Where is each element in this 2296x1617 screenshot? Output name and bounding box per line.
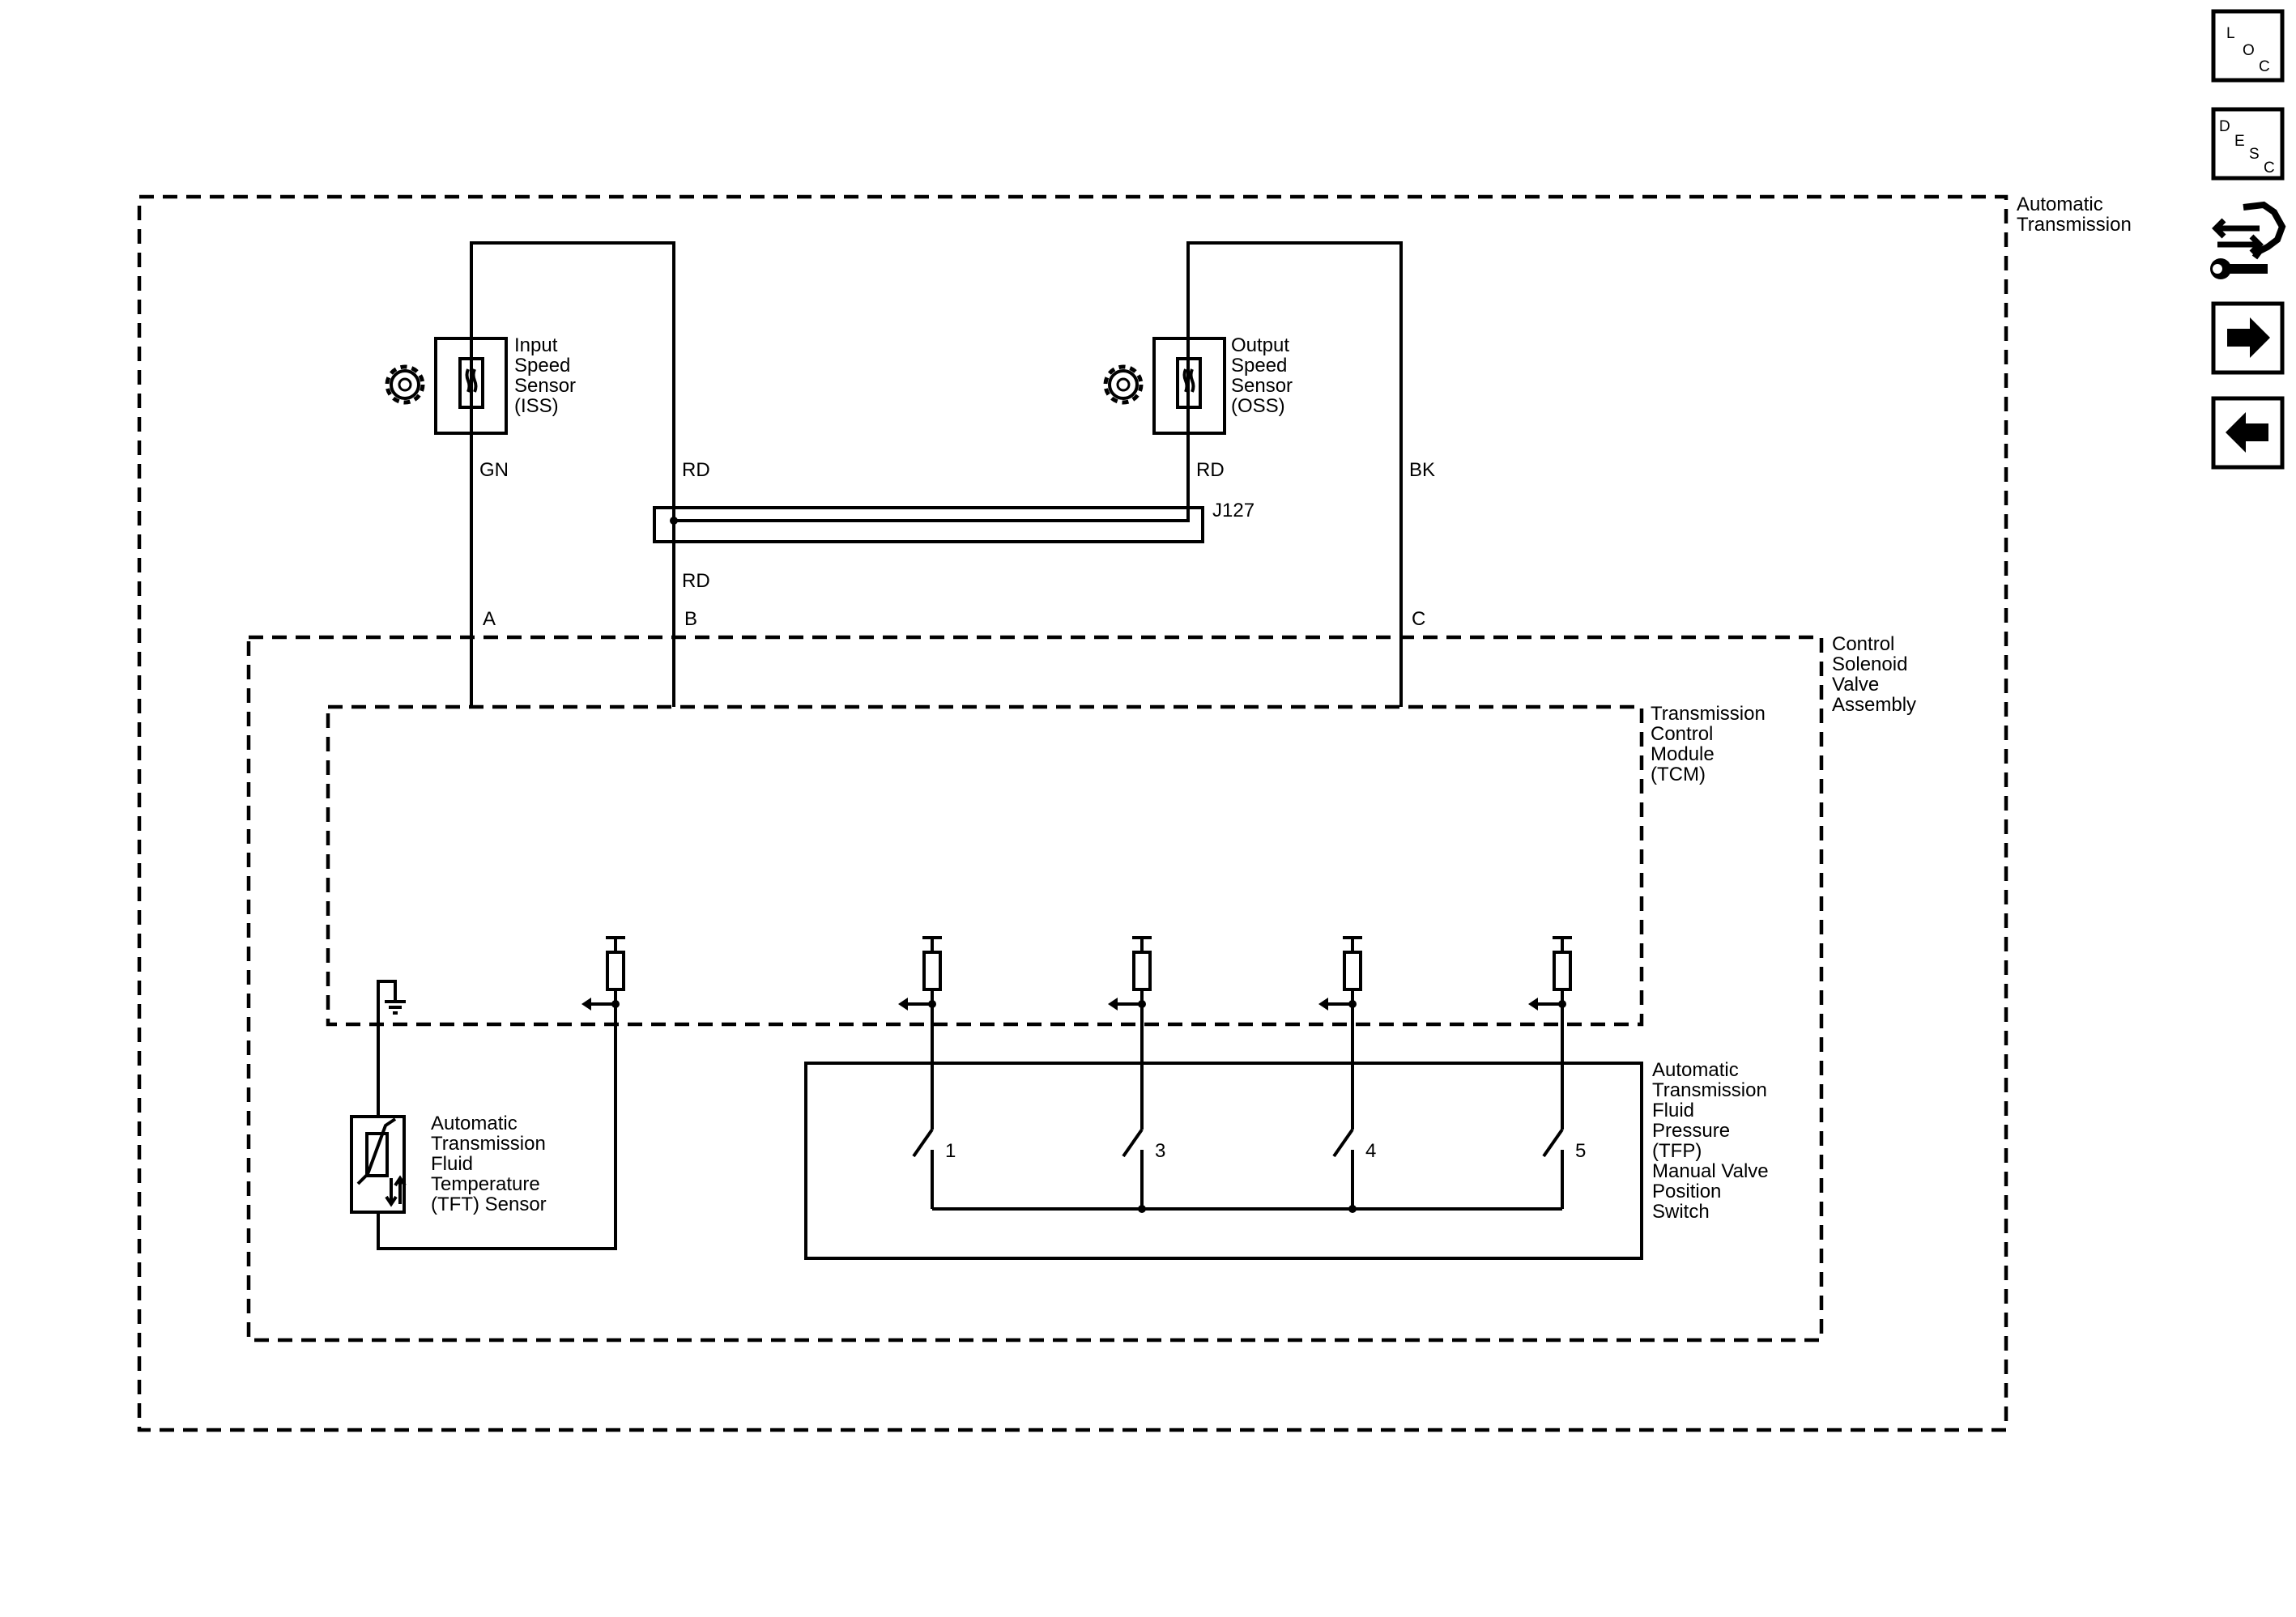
svg-text:C: C [2259, 58, 2270, 75]
pullup-resistor [1528, 936, 1572, 1011]
pin-label-a: A [483, 608, 496, 630]
control-solenoid-valve-assembly-boundary [246, 635, 1824, 1343]
svg-text:S: S [2249, 146, 2260, 163]
svg-text:C: C [2264, 160, 2275, 177]
tfp-switch-contacts [912, 1004, 1564, 1213]
tfp-switch-box [804, 1062, 1643, 1260]
svg-text:D: D [2219, 118, 2230, 135]
tcm-label: Transmission Control Module (TCM) [1651, 703, 1770, 785]
description-button[interactable]: D E S C [2211, 107, 2285, 181]
pullup-resistor [1108, 936, 1152, 1011]
svg-text:O: O [2243, 42, 2255, 59]
gear-icon [1103, 364, 1144, 405]
pullup-resistor [581, 936, 625, 1011]
tfp-label: Automatic Transmission Fluid Pressure (T… [1652, 1059, 1774, 1223]
pin-label-c: C [1412, 608, 1425, 630]
splice-j127 [653, 504, 1204, 543]
speed-sensor-wiring [470, 241, 1403, 707]
pin-label-b: B [684, 608, 697, 630]
wire-label-gn: GN [479, 459, 509, 481]
control-solenoid-label: Control Solenoid Valve Assembly [1832, 633, 1916, 716]
input-speed-sensor [434, 337, 508, 435]
arrow-left-icon [2226, 412, 2268, 453]
next-button[interactable] [2211, 301, 2285, 375]
pullup-resistor [1318, 936, 1362, 1011]
tft-label: Automatic Transmission Fluid Temperature… [431, 1113, 551, 1215]
svg-text:L: L [2226, 25, 2235, 42]
oss-label: Output Speed Sensor (OSS) [1231, 334, 1298, 417]
iss-label: Input Speed Sensor (ISS) [514, 334, 581, 417]
previous-button[interactable] [2211, 396, 2285, 470]
wire-label-rd: RD [682, 570, 710, 592]
svg-text:E: E [2234, 133, 2245, 150]
switch-label: 3 [1155, 1140, 1165, 1162]
automatic-transmission-label: Automatic Transmission [2017, 194, 2132, 236]
connector-info-icon[interactable] [2210, 201, 2286, 279]
pullup-resistor [898, 936, 942, 1011]
wire-label-rd: RD [682, 459, 710, 481]
splice-label: J127 [1212, 500, 1254, 521]
switch-label: 5 [1575, 1140, 1586, 1162]
switch-label: 1 [945, 1140, 956, 1162]
tft-circuit [350, 980, 617, 1250]
output-speed-sensor [1152, 337, 1226, 435]
gear-icon [385, 364, 425, 405]
location-button[interactable]: L O C [2211, 9, 2285, 83]
wire-label-bk: BK [1409, 459, 1435, 481]
switch-label: 4 [1365, 1140, 1376, 1162]
arrow-right-icon [2227, 317, 2270, 358]
tcm-boundary [326, 704, 1644, 1027]
wire-label-rd: RD [1196, 459, 1225, 481]
